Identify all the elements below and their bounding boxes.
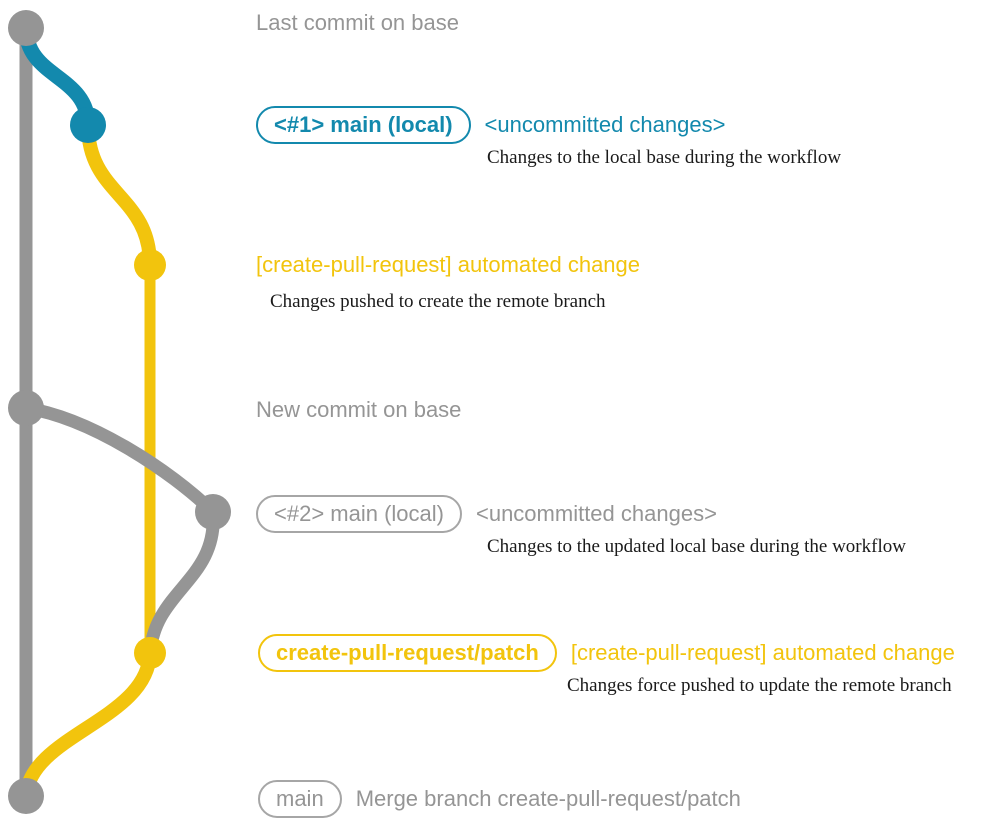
commit-node-local-1[interactable]	[70, 107, 106, 143]
commit-node-base-last[interactable]	[8, 10, 44, 46]
branch-line-gray-to-patch2	[143, 505, 220, 660]
entry-headline-automated-change-1: [create-pull-request] automated change	[256, 252, 641, 277]
commit-node-base-merge[interactable]	[8, 778, 44, 814]
entry-description-automated-change-2: Changes force pushed to update the remot…	[567, 675, 952, 696]
commit-node-base-new[interactable]	[8, 390, 44, 426]
commit-node-local-2[interactable]	[195, 494, 231, 530]
entry-headline-new-commit-on-base: New commit on base	[256, 397, 462, 422]
branch-line-yellow-upper	[81, 118, 157, 272]
branch-pill-local-1[interactable]: <#1> main (local)	[256, 106, 471, 144]
entry-last-commit-on-base: Last commit on base	[256, 12, 459, 34]
entry-headline-local-commit-2: <uncommitted changes>	[475, 501, 717, 526]
branch-line-yellow-merge	[19, 646, 157, 803]
branch-pill-local-2[interactable]: <#2> main (local)	[256, 495, 462, 533]
branch-pill-main[interactable]: main	[258, 780, 342, 818]
branch-line-gray-to-local2	[19, 401, 220, 519]
entry-local-commit-2: <#2> main (local) <uncommitted changes>	[256, 495, 717, 533]
entry-merge-commit: main Merge branch create-pull-request/pa…	[258, 780, 741, 818]
entry-headline-automated-change-2: [create-pull-request] automated change	[570, 640, 955, 665]
entry-description-automated-change-1: Changes pushed to create the remote bran…	[270, 291, 606, 312]
entry-description-local-commit-1: Changes to the local base during the wor…	[487, 147, 842, 168]
entry-headline-merge-commit: Merge branch create-pull-request/patch	[355, 786, 741, 811]
entry-headline-local-commit-1: <uncommitted changes>	[484, 112, 726, 137]
entry-description-local-commit-2: Changes to the updated local base during…	[487, 536, 906, 557]
entry-headline-last-commit-on-base: Last commit on base	[256, 10, 459, 35]
entry-automated-change-2: create-pull-request/patch [create-pull-r…	[258, 634, 955, 672]
entry-new-commit-on-base: New commit on base	[256, 399, 461, 421]
commit-node-patch-2[interactable]	[134, 637, 166, 669]
entry-local-commit-1: <#1> main (local) <uncommitted changes>	[256, 106, 725, 144]
entry-automated-change-1: [create-pull-request] automated change	[256, 254, 640, 276]
branch-pill-create-pull-request-patch[interactable]: create-pull-request/patch	[258, 634, 557, 672]
commit-node-patch-1[interactable]	[134, 249, 166, 281]
